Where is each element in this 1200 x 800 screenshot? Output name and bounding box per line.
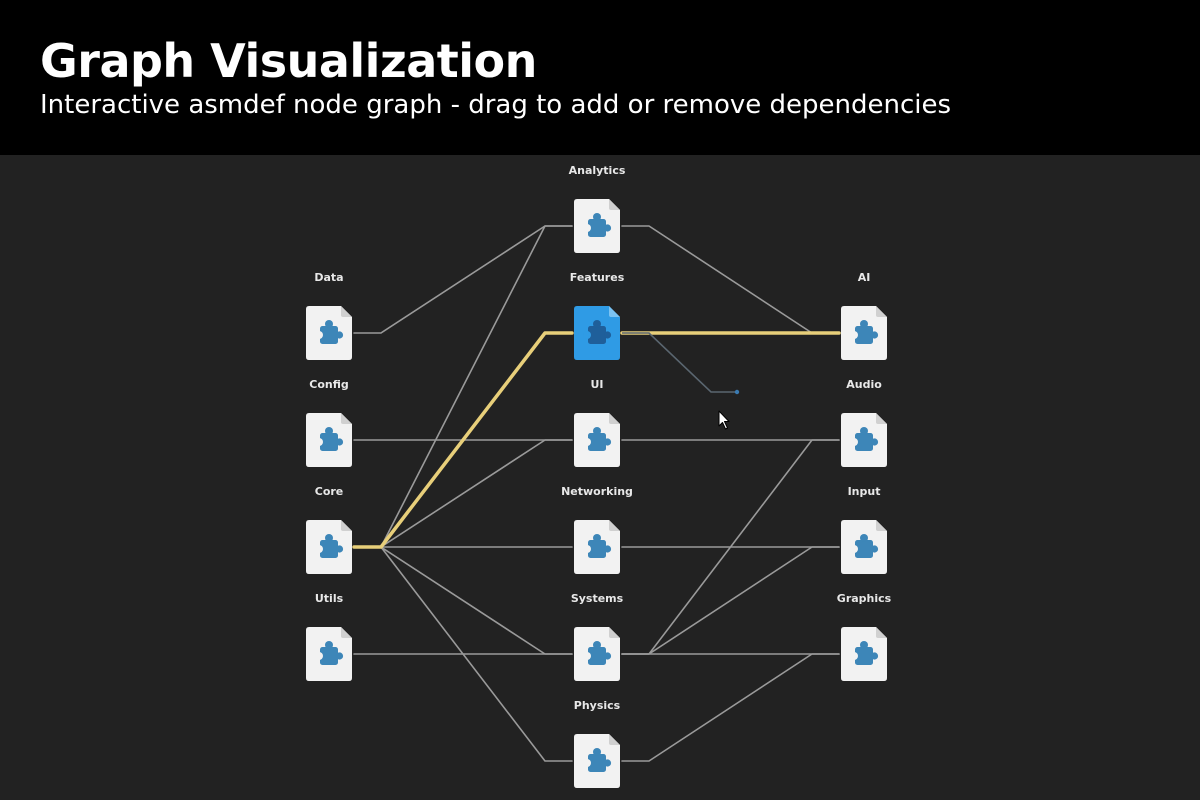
edge-physics-to-graphics[interactable]: [621, 653, 840, 762]
puzzle-file-icon: [315, 641, 344, 665]
graph-node-analytics[interactable]: Analytics: [569, 164, 626, 253]
graph-node-features[interactable]: Features: [570, 271, 625, 360]
graph-node-systems[interactable]: Systems: [571, 592, 624, 681]
graph-node-networking[interactable]: Networking: [561, 485, 633, 574]
file-fold-corner: [609, 627, 620, 638]
node-label: Config: [309, 378, 349, 391]
node-label: Utils: [315, 592, 344, 605]
edge-data-to-analytics[interactable]: [353, 225, 573, 334]
node-label: Features: [570, 271, 625, 284]
file-fold-corner: [609, 413, 620, 424]
node-label: Audio: [846, 378, 882, 391]
file-fold-corner: [341, 306, 352, 317]
graph-node-utils[interactable]: Utils: [306, 592, 352, 681]
file-fold-corner: [341, 627, 352, 638]
drag-connection-endpoint: [734, 389, 740, 395]
graph-node-data[interactable]: Data: [306, 271, 352, 360]
page-title: Graph Visualization: [40, 34, 537, 88]
file-fold-corner: [609, 306, 620, 317]
node-label: Data: [314, 271, 343, 284]
node-label: Graphics: [837, 592, 892, 605]
node-label: Networking: [561, 485, 633, 498]
puzzle-file-icon: [850, 427, 879, 451]
puzzle-file-icon: [583, 427, 612, 451]
puzzle-file-icon: [583, 748, 612, 772]
drag-connection-line: [622, 332, 737, 393]
node-label: Input: [848, 485, 881, 498]
graph-node-audio[interactable]: Audio: [841, 378, 887, 467]
mouse-cursor-icon: [718, 410, 730, 430]
puzzle-file-icon: [583, 320, 612, 344]
file-fold-corner: [609, 734, 620, 745]
edge-core-to-features[interactable]: [352, 331, 574, 549]
edges-layer: [352, 225, 841, 762]
puzzle-file-icon: [583, 213, 612, 237]
graph-node-ai[interactable]: AI: [841, 271, 887, 360]
file-fold-corner: [876, 413, 887, 424]
graph-node-core[interactable]: Core: [306, 485, 352, 574]
file-fold-corner: [876, 306, 887, 317]
node-label: AI: [858, 271, 871, 284]
puzzle-file-icon: [315, 534, 344, 558]
cursor-layer: [718, 410, 730, 430]
edge-core-to-systems[interactable]: [353, 546, 573, 655]
node-label: Physics: [574, 699, 621, 712]
edge-analytics-to-ai[interactable]: [621, 225, 840, 334]
file-fold-corner: [876, 627, 887, 638]
puzzle-file-icon: [850, 534, 879, 558]
graph-node-physics[interactable]: Physics: [574, 699, 621, 788]
edge-systems-to-input[interactable]: [621, 546, 840, 655]
page-subtitle: Interactive asmdef node graph - drag to …: [40, 90, 952, 120]
puzzle-file-icon: [583, 641, 612, 665]
file-fold-corner: [341, 413, 352, 424]
puzzle-file-icon: [315, 320, 344, 344]
header-bar: Graph Visualization Interactive asmdef n…: [0, 0, 1200, 155]
file-fold-corner: [341, 520, 352, 531]
node-label: Systems: [571, 592, 624, 605]
graph-node-ui[interactable]: UI: [574, 378, 620, 467]
edge-core-to-ui[interactable]: [353, 439, 573, 548]
file-fold-corner: [609, 520, 620, 531]
puzzle-file-icon: [315, 427, 344, 451]
puzzle-file-icon: [583, 534, 612, 558]
file-fold-corner: [876, 520, 887, 531]
puzzle-file-icon: [850, 641, 879, 665]
file-fold-corner: [609, 199, 620, 210]
node-label: UI: [590, 378, 603, 391]
edge-core-to-analytics[interactable]: [353, 225, 573, 548]
graph-node-input[interactable]: Input: [841, 485, 887, 574]
drag-preview-layer: [622, 332, 740, 395]
node-label: Analytics: [569, 164, 626, 177]
node-label: Core: [315, 485, 344, 498]
graph-node-config[interactable]: Config: [306, 378, 352, 467]
graph-node-graphics[interactable]: Graphics: [837, 592, 892, 681]
puzzle-file-icon: [850, 320, 879, 344]
